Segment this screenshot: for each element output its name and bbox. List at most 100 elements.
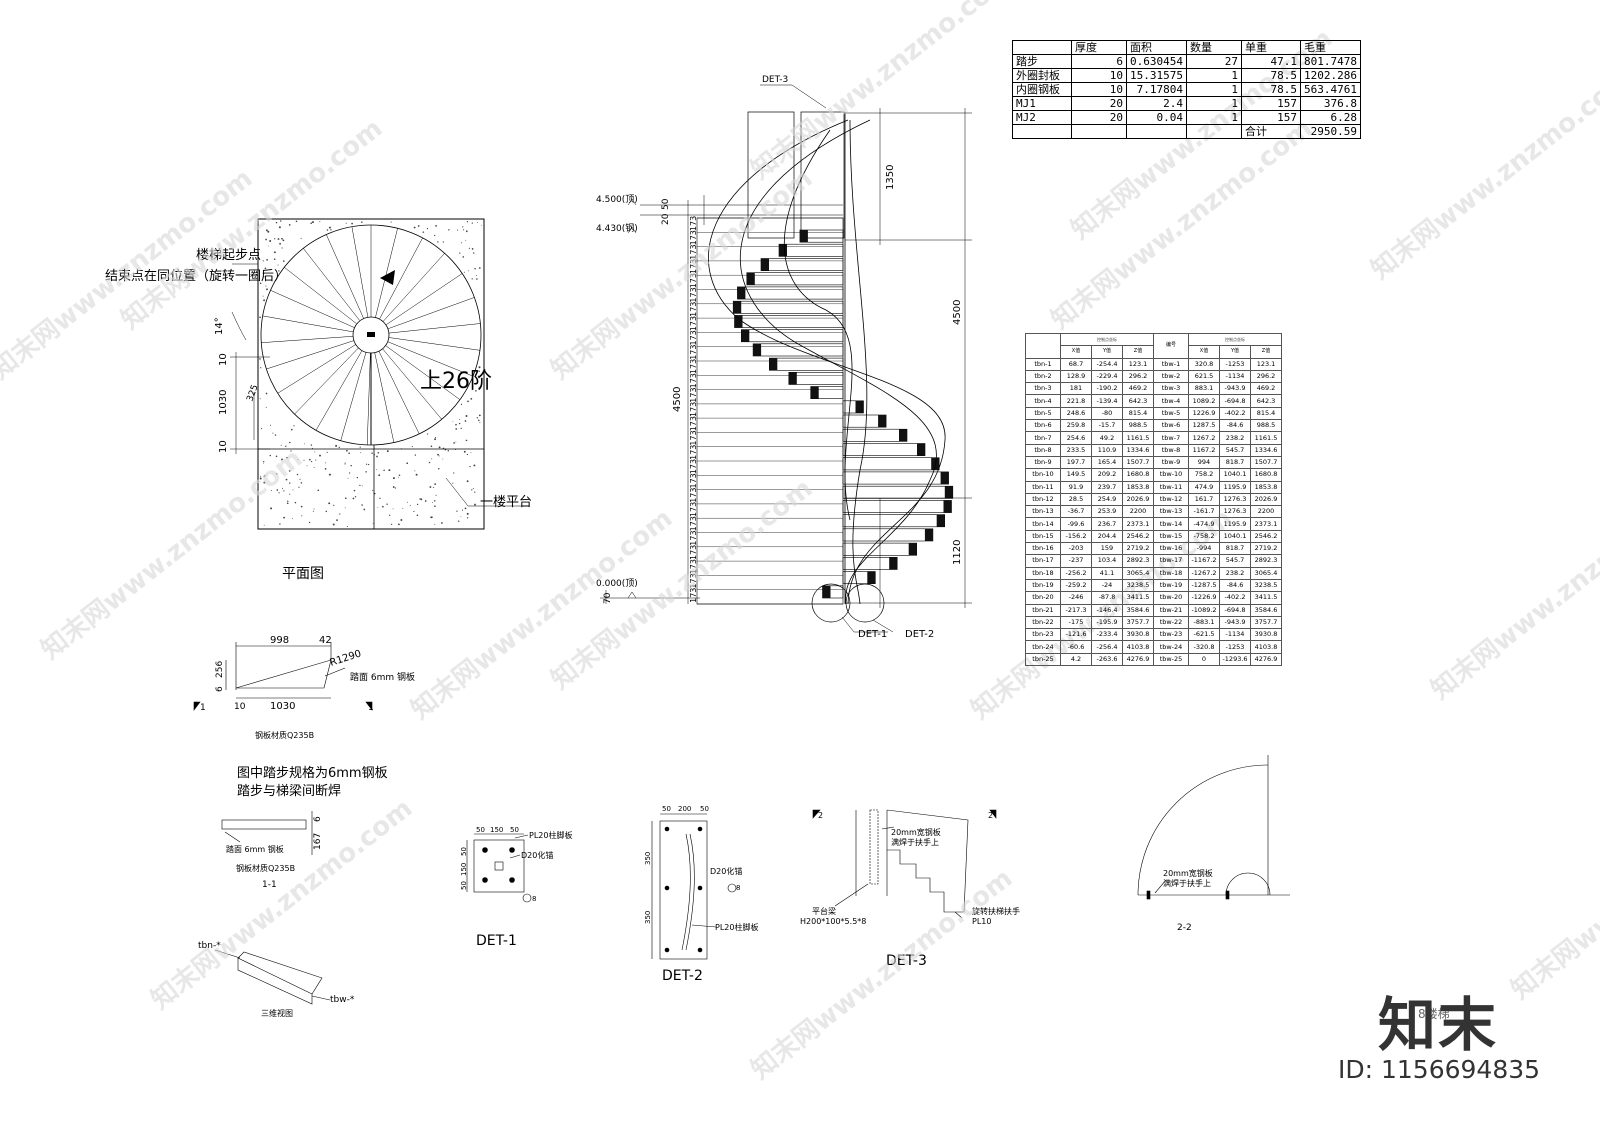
- up-label: 上26阶: [420, 369, 492, 394]
- hatch-dot: [263, 276, 265, 278]
- hatch-dot: [463, 450, 466, 453]
- hatch-dot: [388, 469, 391, 472]
- step-dim-r: R1290: [329, 648, 363, 668]
- det1-drawing: [466, 833, 532, 903]
- coord-cell: 642.3: [1122, 394, 1154, 408]
- hatch-dot: [398, 523, 400, 526]
- hatch-dot: [402, 507, 404, 509]
- det3-drawing: [812, 809, 997, 919]
- iso-view: [214, 949, 331, 1005]
- hatch-dot: [431, 458, 433, 460]
- hatch-dot: [474, 503, 476, 506]
- hatch-dot: [379, 497, 381, 500]
- direction-arrow-icon: [380, 270, 395, 285]
- hatch-dot: [476, 222, 478, 224]
- coord-cell: 3411.5: [1250, 591, 1282, 605]
- hatch-dot: [328, 473, 331, 476]
- coord-cell: 4103.8: [1250, 640, 1282, 654]
- riser-label: 173: [689, 516, 698, 531]
- material-cell: 801.7478: [1299, 54, 1361, 69]
- coord-cell: -229.4: [1091, 369, 1123, 384]
- det3-title: DET-3: [886, 953, 927, 969]
- hatch-dot: [332, 523, 335, 526]
- right-dimensions: [845, 108, 972, 608]
- coord-cell: 181: [1060, 382, 1092, 396]
- hatch-dot: [466, 517, 469, 519]
- riser-label: 173: [689, 330, 698, 345]
- hatch-dot: [263, 481, 266, 484]
- material-cell: [1012, 124, 1072, 139]
- coord-cell: 3930.8: [1122, 628, 1154, 642]
- hatch-dot: [476, 278, 478, 280]
- det1-v150: 150: [460, 863, 468, 876]
- brand-logo: 知末: [1378, 991, 1499, 1059]
- step-dim-10: 10: [234, 702, 246, 712]
- coord-cell: 68.7: [1060, 357, 1092, 371]
- coord-cell: -1287.5: [1188, 578, 1220, 593]
- step-edge: [855, 400, 864, 413]
- det1-d150: 150: [490, 826, 503, 834]
- coord-cell: 2546.2: [1250, 529, 1282, 544]
- hatch-dot: [478, 414, 481, 417]
- riser-label: 173: [689, 244, 698, 259]
- hatch-dot: [287, 500, 289, 502]
- hatch-dot: [299, 478, 301, 480]
- tread-line: [387, 297, 475, 330]
- note-start: 楼梯起步点: [196, 248, 261, 263]
- coord-cell: 1334.6: [1122, 443, 1154, 457]
- coord-cell: 254.9: [1091, 492, 1123, 507]
- coord-cell: tbn-21: [1025, 603, 1061, 617]
- riser-label: 173: [689, 488, 698, 503]
- coord-cell: tbw-20: [1153, 591, 1189, 605]
- hatch-dot: [266, 259, 268, 261]
- hatch-dot: [262, 272, 265, 275]
- platform-leader: [445, 477, 528, 507]
- hatch-dot: [474, 491, 476, 493]
- level-top-concrete: 4.430(钢): [596, 222, 638, 234]
- coord-group-right: 控制点坐标: [1188, 332, 1282, 347]
- hatch-dot: [413, 226, 416, 229]
- coord-cell: -263.6: [1091, 652, 1123, 667]
- hatch-dot: [390, 523, 393, 526]
- riser-label: 173: [689, 273, 698, 288]
- det1-v50b: 50: [460, 881, 468, 890]
- hatch-dot: [474, 268, 476, 270]
- material-cell: 1: [1185, 82, 1242, 97]
- sec11-note-face: 踏面 6mm 钢板: [226, 844, 284, 854]
- hatch-dot: [308, 521, 311, 524]
- material-cell: 20: [1071, 110, 1127, 125]
- hatch-dot: [386, 503, 388, 505]
- hatch-dot: [365, 471, 367, 473]
- hatch-dot: [478, 419, 480, 422]
- hatch-dot: [333, 504, 335, 507]
- coord-col-header-cell: X值: [1060, 345, 1092, 359]
- step-edge: [788, 372, 797, 385]
- coord-cell: tbw-2: [1153, 369, 1189, 384]
- hatch-dot: [478, 366, 481, 369]
- coord-cell: 103.4: [1091, 554, 1123, 568]
- hatch-dot: [324, 468, 327, 470]
- coord-cell: 815.4: [1122, 406, 1154, 421]
- coord-cell: 296.2: [1122, 369, 1154, 384]
- coord-cell: -320.8: [1188, 640, 1220, 654]
- hatch-dot: [426, 227, 429, 230]
- hatch-dot: [263, 460, 265, 463]
- hatch-dot: [465, 415, 468, 417]
- hatch-dot: [261, 428, 263, 430]
- tread-line: [385, 345, 461, 400]
- elevation-view: 1731731731731731731731731731731731731731…: [596, 75, 972, 640]
- det3-plate2: 满焊于扶手上: [891, 837, 939, 847]
- coord-cell: -1226.9: [1188, 591, 1220, 605]
- step-note-face: 踏面 6mm 钢板: [350, 671, 415, 683]
- hatch-dot: [468, 247, 471, 249]
- hatch-dot: [328, 502, 331, 505]
- material-cell: [1185, 124, 1242, 139]
- coord-cell: tbn-15: [1025, 529, 1061, 544]
- coord-cell: -1167.2: [1188, 554, 1220, 568]
- hatch-dot: [460, 427, 462, 430]
- coord-cell: 91.9: [1060, 480, 1092, 494]
- coord-cell: 2200: [1122, 505, 1154, 519]
- coord-cell: 221.8: [1060, 394, 1092, 408]
